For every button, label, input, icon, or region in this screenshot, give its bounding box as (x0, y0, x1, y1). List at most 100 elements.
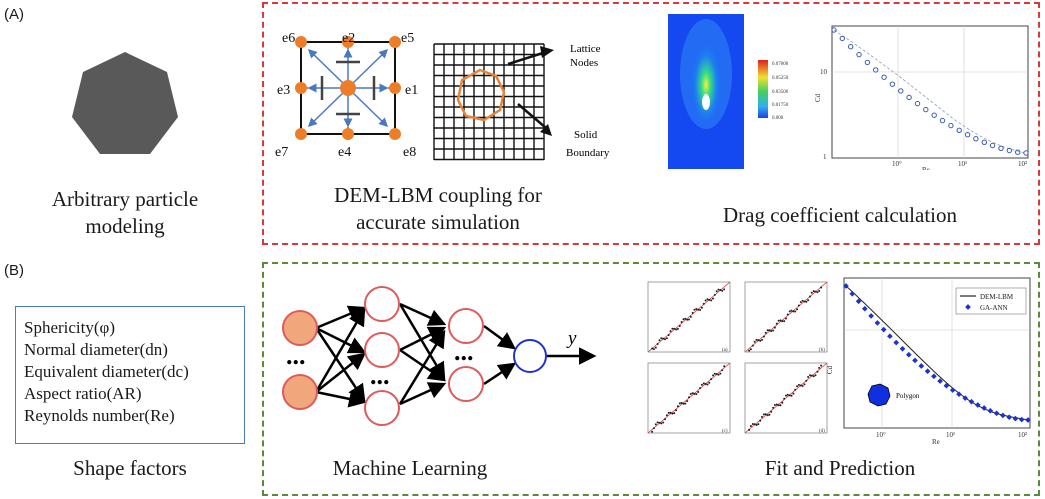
cd-a-point (856, 51, 862, 58)
scatter-point (667, 334, 670, 336)
fit-scatter-grid: (a) (b) (c) (d) (647, 281, 828, 434)
cd-a-point (1006, 147, 1013, 154)
label-e1: e1 (405, 83, 418, 98)
pred-point (1025, 417, 1031, 423)
scatter-point (755, 424, 758, 426)
scatter-point (700, 383, 703, 386)
input-ellipsis: ... (286, 341, 306, 370)
cd-a-point (898, 88, 904, 94)
scatter-point (786, 393, 789, 396)
scatter-point (702, 382, 705, 385)
cd-plot-a: 10 1 Cd 10° 10¹ 10² Re (814, 25, 1029, 170)
legend-dem-lbm: DEM-LBM (980, 293, 1014, 301)
scatter-point (768, 413, 771, 416)
scatter-point (675, 328, 678, 331)
scatter-point (781, 401, 784, 404)
scatter-point (673, 327, 676, 330)
scatter-point (775, 403, 778, 406)
scatter-point (723, 365, 726, 368)
scatter-point (790, 309, 793, 312)
pred-xtick: 10¹ (946, 431, 955, 439)
scatter-point (801, 385, 804, 387)
scatter-point (779, 404, 782, 407)
cd-a-point (889, 81, 896, 87)
scatter-point (772, 329, 775, 332)
hidden1-ellipsis: ... (370, 361, 390, 390)
scatter-point (753, 340, 756, 343)
scatter-point (708, 298, 711, 301)
shape-factor-item: Sphericity(φ) (24, 318, 116, 337)
shape-factor-item: Equivalent diameter(dc) (24, 362, 189, 381)
pred-point (968, 398, 975, 405)
scatter-point (761, 415, 763, 418)
scatter-point (693, 308, 696, 311)
label-e7: e7 (275, 145, 288, 160)
hidden2-ellipsis: ... (454, 337, 474, 366)
coupling-caption-line2: accurate simulation (356, 210, 520, 234)
scatter-point (772, 406, 775, 409)
scatter-point (689, 315, 692, 318)
scatter-point (691, 392, 694, 395)
scatter-point (753, 423, 756, 426)
scatter-point (797, 383, 800, 386)
scatter-point (664, 338, 666, 341)
scatter-point (686, 400, 689, 403)
scatter-point (699, 387, 702, 390)
cd-a-point (831, 27, 837, 33)
scatter-point (766, 329, 769, 332)
scatter-point (680, 321, 683, 323)
cd-a-xlabel: Re (922, 166, 930, 170)
pred-point (893, 339, 900, 346)
fit-caption: Fit and Prediction (764, 456, 916, 480)
scatter-point (678, 402, 681, 405)
scatter-panel (744, 281, 828, 353)
scatter-point (688, 396, 690, 399)
scatter-point (807, 376, 810, 378)
particle-heptagon (72, 52, 178, 154)
pred-point (1000, 412, 1006, 419)
scatter-point (788, 310, 791, 313)
scatter-point (751, 423, 754, 425)
scatter-point (766, 414, 769, 417)
scatter-point (665, 337, 668, 340)
particle-caption-line2: modeling (85, 214, 165, 238)
scatter-point (779, 319, 782, 322)
cd-a-point (1023, 150, 1029, 156)
cd-a-ylabel: Cd (814, 93, 822, 102)
cd-a-point (931, 112, 937, 118)
scatter-point (669, 411, 672, 414)
scatter-point (654, 346, 657, 349)
scatter-point (695, 393, 698, 396)
scatter-point (759, 419, 762, 422)
scatter-point (785, 394, 787, 397)
label-e6: e6 (282, 31, 295, 46)
cd-a-point (939, 117, 946, 124)
scatter-point (796, 385, 799, 388)
cd-a-point (839, 35, 845, 42)
scatter-point (807, 299, 810, 302)
cd-a-point (989, 142, 996, 149)
flow-field-contour (668, 14, 744, 169)
scatter-point (803, 383, 806, 386)
scatter-point (697, 391, 700, 393)
scatter-point (676, 327, 679, 330)
cd-a-point (1015, 149, 1021, 155)
shape-factor-item: Normal diameter(dn) (24, 340, 168, 359)
panel-a-label: (A) (4, 6, 24, 23)
pred-point (918, 363, 925, 369)
drag-caption: Drag coefficient calculation (723, 203, 957, 227)
scatter-point (721, 289, 724, 292)
scatter-point (702, 302, 705, 305)
scatter-point (759, 339, 762, 342)
colorbar: 0.07000 0.05250 0.03500 0.01750 0.000 (758, 60, 789, 121)
scatter-panel (647, 281, 731, 353)
scatter-point (783, 320, 786, 323)
pred-point (874, 320, 881, 326)
scatter-point (710, 299, 713, 302)
scatter-point (719, 289, 722, 291)
scatter-point (695, 308, 698, 310)
cd-a-point (973, 136, 979, 142)
scatter-point (723, 288, 726, 291)
scatter-point (662, 421, 665, 424)
pred-point (931, 373, 937, 380)
